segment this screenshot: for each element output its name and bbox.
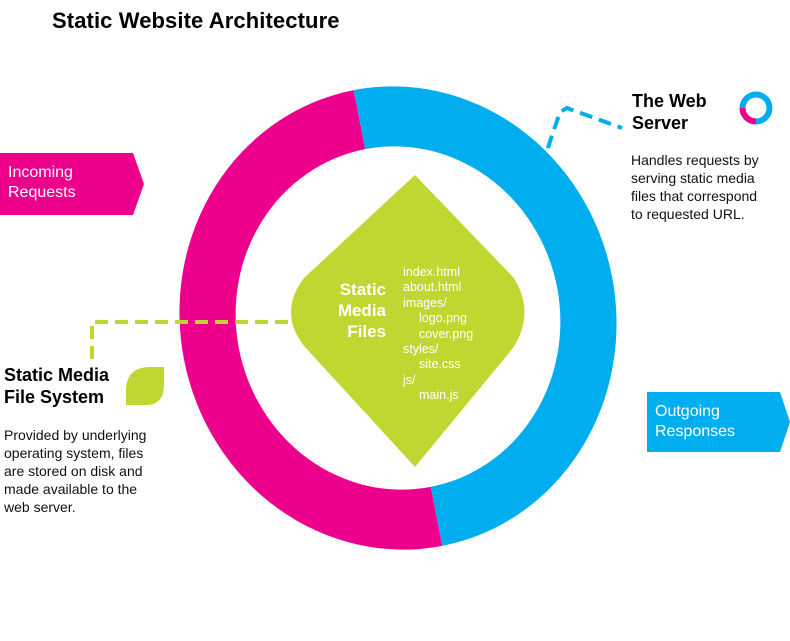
center-title-line: Files — [347, 322, 386, 341]
file-list-item: logo.png — [419, 311, 467, 326]
web-server-description-line: to requested URL. — [631, 206, 745, 222]
incoming-requests-line: Incoming — [8, 164, 73, 181]
web-server-connector — [533, 105, 623, 187]
file-list-item: images/ — [403, 295, 447, 310]
web-server-description-line: files that correspond — [631, 188, 758, 204]
static-media-files-shape — [291, 175, 525, 467]
file-system-description-line: are stored on disk and — [4, 463, 143, 479]
file-list-item: cover.png — [419, 326, 474, 341]
web-server-heading: The Web Server — [632, 90, 707, 134]
leaf-icon — [126, 367, 164, 405]
web-server-heading-line: The Web — [632, 91, 707, 111]
web-server-heading-line: Server — [632, 113, 689, 133]
static-media-files-label: Static Media Files — [300, 279, 386, 342]
file-list-item: index.html — [403, 265, 460, 279]
file-system-description-line: operating system, files — [4, 445, 144, 461]
outgoing-responses-label: Outgoing Responses — [655, 402, 735, 442]
center-title-line: Media — [337, 301, 386, 320]
web-server-description: Handles requests by serving static media… — [631, 151, 759, 223]
file-system-description-line: web server. — [4, 499, 76, 515]
file-system-description-line: Provided by underlying — [4, 427, 147, 443]
web-server-description-line: serving static media — [631, 170, 755, 186]
file-list: index.html about.html images/ logo.png c… — [403, 265, 473, 404]
incoming-requests-line: Requests — [8, 184, 76, 201]
file-list-item: main.js — [419, 388, 459, 403]
diagram-title: Static Website Architecture — [52, 8, 340, 33]
file-list-item: styles/ — [403, 342, 439, 357]
file-system-description-line: made available to the — [4, 481, 138, 497]
file-system-heading: Static Media File System — [4, 364, 109, 408]
web-server-description-line: Handles requests by — [631, 152, 759, 168]
file-system-heading-line: Static Media — [4, 365, 110, 385]
file-list-item: js/ — [403, 372, 416, 387]
incoming-requests-banner — [0, 153, 144, 215]
center-title-line: Static — [339, 280, 386, 299]
file-system-heading-line: File System — [4, 387, 105, 407]
outgoing-responses-line: Outgoing — [655, 403, 720, 420]
file-system-connector — [90, 320, 288, 360]
incoming-requests-label: Incoming Requests — [8, 163, 76, 203]
file-system-description: Provided by underlying operating system,… — [4, 426, 146, 516]
outgoing-responses-banner — [647, 392, 790, 452]
file-list-item: about.html — [403, 280, 462, 295]
ring-icon — [739, 91, 773, 125]
file-list-item: site.css — [419, 357, 461, 372]
outgoing-responses-line: Responses — [655, 423, 736, 440]
